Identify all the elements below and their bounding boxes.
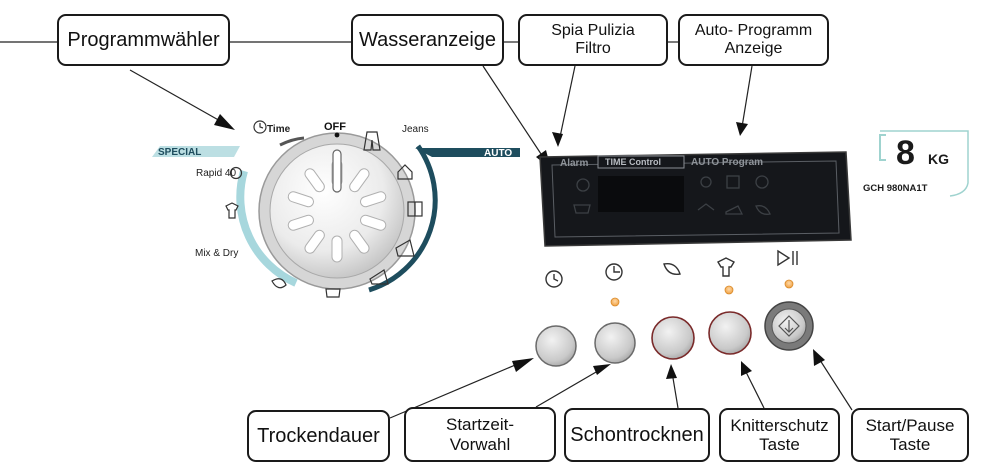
dial-label-time: Time xyxy=(267,124,291,135)
arrowhead-start-pause xyxy=(813,349,825,366)
dial-pointer xyxy=(332,149,342,193)
auto-sun-icon xyxy=(700,176,712,188)
capacity-unit: KG xyxy=(928,151,949,167)
anti-crease-shirt-icon xyxy=(717,257,735,277)
play-pause-icon-bars xyxy=(792,251,798,265)
auto-hanger-icon xyxy=(697,203,715,211)
knitterschutz-button[interactable] xyxy=(708,311,752,355)
callout-wasseranzeige: Wasseranzeige xyxy=(351,14,504,66)
led-anti-crease xyxy=(724,285,734,295)
special-arc xyxy=(236,169,298,287)
capacity-badge: 8 KG GCH 980NA1T xyxy=(863,130,969,197)
arrowhead-auto xyxy=(736,122,748,136)
timer-clock-icon xyxy=(545,270,563,288)
dial-label-auto: AUTO xyxy=(484,148,512,159)
dial-label-rapid: Rapid 40 xyxy=(196,168,236,179)
jeans-icon xyxy=(363,131,381,151)
dial-label-off: OFF xyxy=(324,121,346,133)
led-delay-start xyxy=(610,297,620,307)
callout-trockendauer: Trockendauer xyxy=(247,410,390,462)
rapid-timer-icon xyxy=(229,166,243,180)
auto-fan-icon xyxy=(755,175,769,189)
callout-startzeit-vorwahl: Startzeit- Vorwahl xyxy=(404,407,556,462)
auto-arc xyxy=(368,144,438,293)
clock-icon-hands xyxy=(259,123,264,129)
alarm-water-icon xyxy=(573,204,591,214)
display-label-auto-program: AUTO Program xyxy=(691,157,763,168)
ironing-icon xyxy=(369,269,389,285)
model-number: GCH 980NA1T xyxy=(863,183,928,194)
callout-spia-pulizia-filtro: Spia Pulizia Filtro xyxy=(518,14,668,66)
off-dot xyxy=(334,132,340,138)
callout-schontrocknen: Schontrocknen xyxy=(564,408,710,462)
button-row xyxy=(535,301,814,367)
clock-icon xyxy=(253,120,267,134)
start-pause-button-arrow xyxy=(778,315,800,337)
timer-clock-icon-hands xyxy=(553,274,559,282)
arrowhead-knitterschutz xyxy=(741,361,752,376)
dial-label-mix-dry: Mix & Dry xyxy=(195,248,238,259)
auto-leaf-icon xyxy=(755,205,771,215)
display-indicator-icons xyxy=(573,175,771,215)
display-label-time-control: TIME Control xyxy=(605,157,661,167)
special-band xyxy=(152,146,240,157)
arrowhead-trockendauer xyxy=(512,358,534,372)
arrowhead-schontrocknen xyxy=(666,364,677,379)
startzeit-button[interactable] xyxy=(594,322,636,364)
arrowheads xyxy=(214,114,825,379)
feather-icon xyxy=(663,263,681,275)
dial-label-jeans: Jeans xyxy=(402,124,429,135)
auto-band xyxy=(415,148,520,157)
schontrocknen-button[interactable] xyxy=(651,316,695,360)
callout-programmwahler: Programmwähler xyxy=(57,14,230,66)
iron-icon xyxy=(395,239,415,257)
shirt-icon xyxy=(225,202,239,219)
led-start-pause xyxy=(784,279,794,289)
delay-start-icon xyxy=(605,263,623,281)
arrowhead-programmwahler xyxy=(214,114,235,130)
play-pause-icon xyxy=(777,249,791,267)
button-icons xyxy=(545,249,798,288)
time-readout xyxy=(598,176,684,212)
arrowhead-startzeit xyxy=(593,364,611,375)
dial-label-special: SPECIAL xyxy=(158,147,201,158)
house-icon xyxy=(397,164,413,180)
dial-program-icons xyxy=(225,120,423,298)
callout-start-pause-taste: Start/Pause Taste xyxy=(851,408,969,462)
time-control-box xyxy=(597,155,685,169)
display-panel: Alarm TIME Control AUTO Program xyxy=(539,151,852,247)
arrowhead-spia xyxy=(552,132,563,147)
tub-hand-icon xyxy=(325,288,341,298)
display-label-alarm: Alarm xyxy=(560,158,588,169)
auto-cabinet-icon xyxy=(726,175,740,189)
program-dial[interactable]: Time OFF Jeans SPECIAL AUTO Rapid 40 Mix… xyxy=(152,120,520,298)
time-marker xyxy=(279,136,305,147)
callout-auto-programm-anzeige: Auto- Programm Anzeige xyxy=(678,14,829,66)
wool-icon xyxy=(271,278,287,289)
alarm-filter-icon xyxy=(576,178,590,192)
status-leds xyxy=(610,279,794,307)
trockendauer-button[interactable] xyxy=(535,325,577,367)
auto-iron-icon xyxy=(725,205,744,215)
delay-start-icon-lines xyxy=(613,266,620,273)
capacity-value: 8 xyxy=(896,134,915,172)
callout-knitterschutz-taste: Knitterschutz Taste xyxy=(719,408,840,462)
